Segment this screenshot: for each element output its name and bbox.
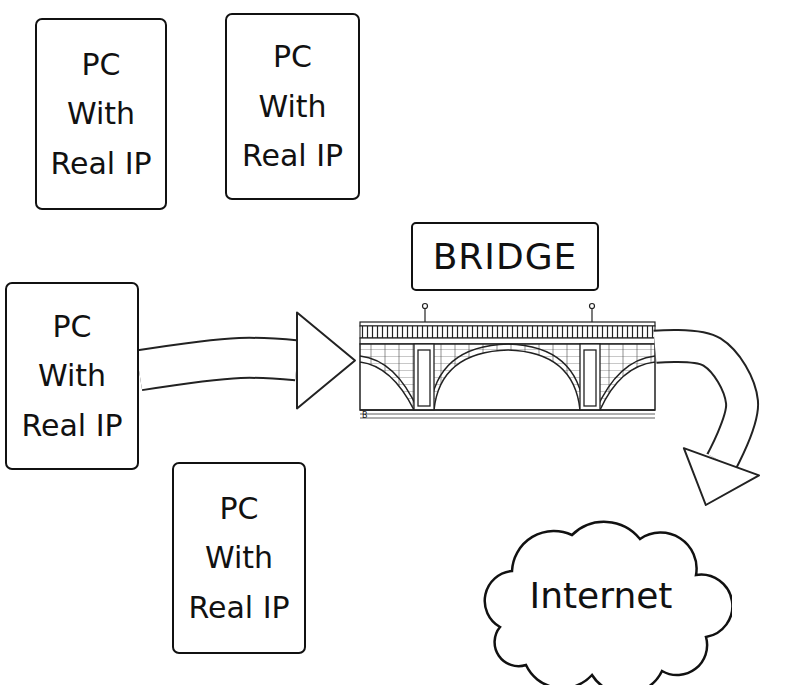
pc-box: PC With Real IP [35, 18, 167, 210]
lamp-post [423, 304, 595, 323]
bridge-title: BRIDGE [411, 222, 600, 291]
bridge-node: BRIDGE [355, 222, 655, 417]
cloud-label: Internet [470, 575, 732, 616]
pc-label: PC With Real IP [16, 302, 128, 451]
figure-letter: B [362, 411, 368, 420]
pc-box: PC With Real IP [225, 13, 360, 200]
internet-cloud: Internet [470, 505, 732, 685]
pc-label: PC With Real IP [183, 484, 295, 633]
block-arrow [139, 312, 355, 408]
pc-box: PC With Real IP [5, 282, 139, 470]
pc-box: PC With Real IP [172, 462, 306, 654]
block-arrow [655, 346, 759, 505]
pc-label: PC With Real IP [237, 32, 349, 181]
pc-label: PC With Real IP [45, 40, 157, 189]
